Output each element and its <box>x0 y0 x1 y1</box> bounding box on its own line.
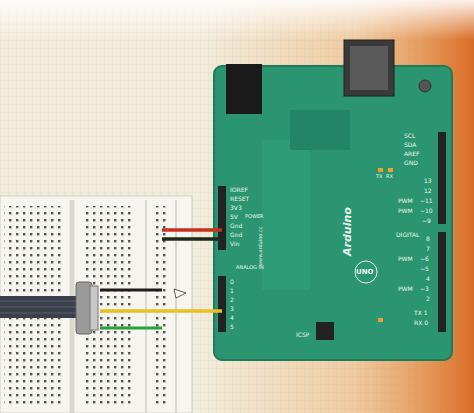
pin-label: 3 <box>230 306 234 312</box>
pin-label: 13 <box>424 178 432 184</box>
pin-label: 0 <box>230 279 234 285</box>
pin-label: RX 0 <box>414 320 428 326</box>
pin-label: AREF <box>404 151 420 157</box>
pin-label: PWM <box>398 256 413 262</box>
brand-logo: Arduino <box>342 207 353 256</box>
model-logo: UNO <box>356 269 374 276</box>
pin-label: 2 <box>230 297 234 303</box>
pin-label: PWM <box>398 198 413 204</box>
pin-label: IOREF <box>230 187 248 193</box>
pin-label: ~3 <box>420 286 429 292</box>
pin-label: SCL <box>404 133 415 139</box>
pin-label: ICSP <box>296 332 309 338</box>
pin-label: Gnd <box>230 232 242 238</box>
pin-label: 4 <box>426 276 430 282</box>
pin-label: 2 <box>426 296 430 302</box>
pin-label: 4 <box>230 315 234 321</box>
pin-label: 5 <box>230 324 234 330</box>
pin-label: www.arduino.cc <box>258 227 263 266</box>
pin-label: ~11 <box>420 198 433 204</box>
pin-label: 7 <box>426 246 430 252</box>
pin-label: POWER <box>245 214 264 219</box>
pin-label: DIGITAL <box>396 232 419 238</box>
pin-label: Vin <box>230 241 239 247</box>
pin-label: SDA <box>404 142 416 148</box>
pin-label: GND <box>404 160 418 166</box>
pin-label: RX <box>386 174 393 179</box>
pin-label: TX 1 <box>414 310 428 316</box>
pin-label: 1 <box>230 288 234 294</box>
pin-label: 12 <box>424 188 432 194</box>
pin-label: ~5 <box>420 266 429 272</box>
pin-label: ANALOG IN <box>236 265 264 270</box>
pin-label: TX <box>376 174 382 179</box>
pin-label: 3V3 <box>230 205 242 211</box>
pin-label: PWM <box>398 208 413 214</box>
pin-label: RESET <box>230 196 249 202</box>
pin-label: 5V <box>230 214 238 220</box>
pin-label: ~9 <box>422 218 431 224</box>
pin-label: ~10 <box>420 208 433 214</box>
pin-label: PWM <box>398 286 413 292</box>
pin-label: Gnd <box>230 223 242 229</box>
pin-label: 8 <box>426 236 430 242</box>
pin-label: ~6 <box>420 256 429 262</box>
